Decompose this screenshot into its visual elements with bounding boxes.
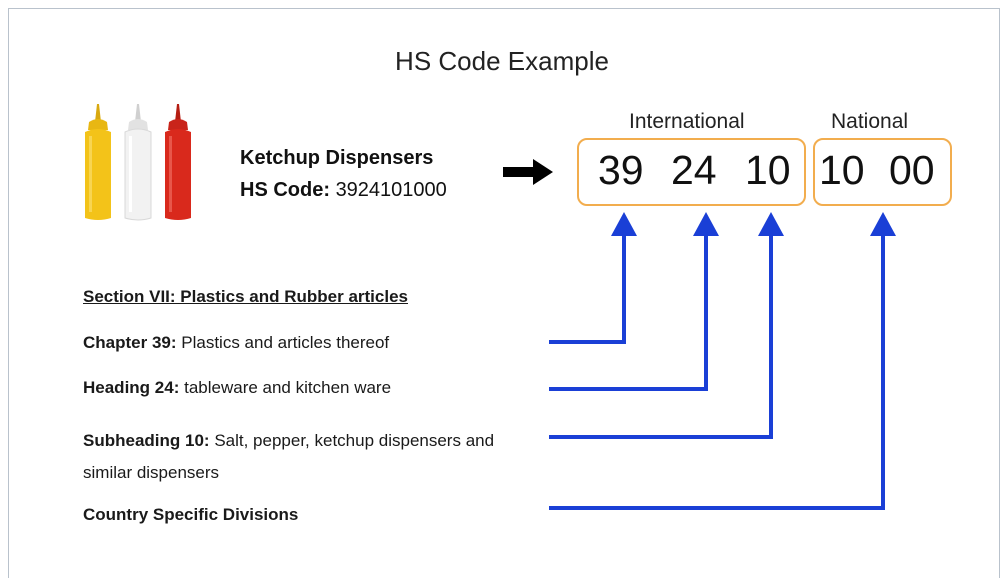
yellow-bottle: [85, 104, 111, 220]
section-title: Section VII: Plastics and Rubber article…: [83, 287, 408, 306]
white-bottle: [124, 104, 152, 221]
subheading-key: Subheading 10:: [83, 431, 210, 450]
country-divisions-row: Country Specific Divisions: [83, 505, 299, 524]
heading-arrowhead-icon: [693, 212, 719, 236]
subheading-arrowhead-icon: [758, 212, 784, 236]
product-name: Ketchup Dispensers: [240, 147, 434, 169]
hs-code-value: 3924101000: [335, 179, 447, 201]
heading-connector: [549, 232, 708, 391]
chapter-text: Plastics and articles thereof: [181, 333, 390, 352]
international-label: International: [629, 110, 745, 133]
national-label: National: [831, 110, 909, 133]
page-title: HS Code Example: [395, 46, 609, 76]
hs-code-line: HS Code: 3924101000: [240, 174, 447, 206]
product-info: Ketchup Dispensers HS Code: 3924101000: [240, 142, 447, 206]
heading-row: Heading 24: tableware and kitchen ware: [83, 378, 391, 398]
code-digits-national-1: 10: [819, 147, 865, 193]
chapter-connector: [549, 232, 626, 344]
ketchup-bottles-image: [85, 104, 191, 221]
subheading-row: Subheading 10: Salt, pepper, ketchup dis…: [83, 425, 513, 489]
national-connector: [549, 232, 885, 510]
chapter-row: Chapter 39: Plastics and articles thereo…: [83, 333, 389, 353]
diagram-frame: [8, 8, 1000, 578]
right-arrow-icon: [503, 159, 553, 185]
heading-text: tableware and kitchen ware: [184, 378, 392, 397]
red-bottle: [165, 104, 191, 220]
international-code-box: [577, 138, 806, 206]
hs-code-label: HS Code:: [240, 179, 330, 201]
subheading-text: Salt, pepper, ketchup dispensers and sim…: [83, 431, 495, 482]
code-digits-chapter: 39: [598, 147, 644, 193]
national-arrowhead-icon: [870, 212, 896, 236]
national-code-box: [813, 138, 952, 206]
code-digits-subheading: 10: [745, 147, 791, 193]
heading-key: Heading 24:: [83, 378, 180, 397]
subheading-connector: [549, 232, 773, 439]
code-digits-heading: 24: [671, 147, 717, 193]
chapter-key: Chapter 39:: [83, 333, 177, 352]
code-digits-national-2: 00: [889, 147, 935, 193]
chapter-arrowhead-icon: [611, 212, 637, 236]
